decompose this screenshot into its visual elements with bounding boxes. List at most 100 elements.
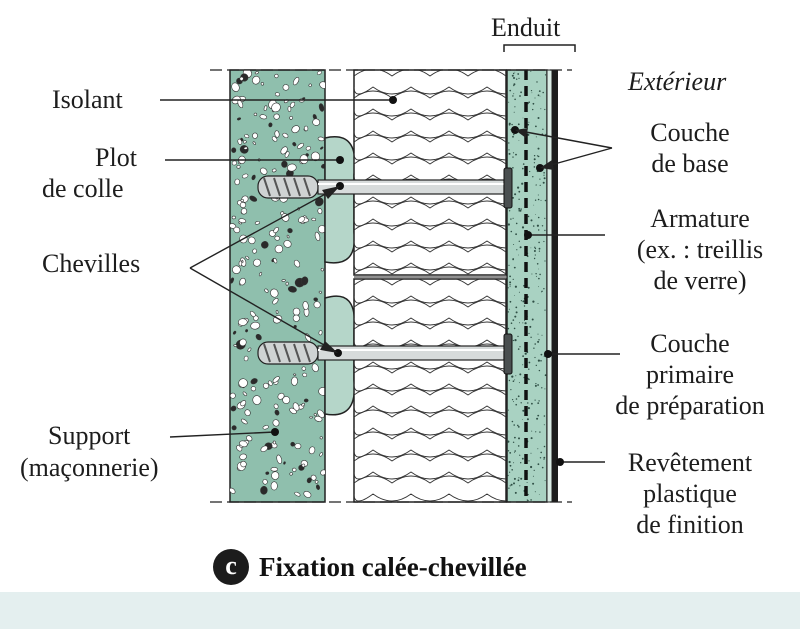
aggregate-grain bbox=[260, 82, 265, 86]
render-speck bbox=[536, 263, 539, 265]
aggregate-grain bbox=[289, 101, 296, 108]
render-speck bbox=[539, 273, 541, 276]
aggregate-grain bbox=[240, 198, 244, 203]
aggregate-grain bbox=[301, 402, 305, 407]
render-speck bbox=[513, 72, 515, 75]
render-speck bbox=[518, 477, 520, 479]
aggregate-grain bbox=[253, 258, 261, 267]
render-speck bbox=[513, 244, 515, 245]
insulation-fibre bbox=[354, 427, 506, 436]
aggregate-grain bbox=[272, 376, 280, 383]
render-speck bbox=[535, 431, 537, 433]
render-speck bbox=[517, 123, 520, 126]
render-speck bbox=[512, 319, 515, 321]
render-speck bbox=[534, 254, 536, 256]
render-speck bbox=[543, 458, 545, 460]
aggregate-grain bbox=[289, 116, 293, 120]
render-speck bbox=[520, 300, 523, 302]
dot-armature bbox=[524, 231, 532, 239]
render-speck bbox=[513, 77, 515, 79]
render-speck bbox=[513, 93, 515, 95]
render-speck bbox=[530, 90, 533, 92]
aggregate-grain bbox=[238, 260, 243, 267]
render-speck bbox=[509, 275, 511, 278]
aggregate-grain bbox=[302, 97, 306, 100]
render-speck bbox=[508, 101, 510, 103]
insulation-fibre bbox=[354, 222, 506, 231]
render-speck bbox=[532, 300, 535, 303]
render-speck bbox=[527, 286, 530, 289]
glue-pad-upper bbox=[324, 136, 356, 264]
render-speck bbox=[534, 491, 536, 493]
insulation-fibre bbox=[354, 321, 506, 330]
render-speck bbox=[509, 485, 511, 487]
aggregate-grain bbox=[248, 236, 256, 245]
render-speck bbox=[537, 448, 539, 450]
render-speck bbox=[530, 336, 532, 338]
render-speck bbox=[539, 457, 542, 459]
aggregate-grain bbox=[316, 70, 322, 75]
insulation-fibre bbox=[354, 112, 506, 121]
render-speck bbox=[543, 445, 546, 448]
dot-isolant bbox=[389, 96, 397, 104]
aggregate-grain bbox=[244, 134, 250, 139]
render-speck bbox=[514, 71, 516, 73]
aggregate-grain bbox=[239, 201, 247, 209]
insulation-fibre bbox=[354, 279, 506, 286]
aggregate-grain bbox=[294, 443, 302, 450]
aggregate-grain bbox=[306, 477, 312, 484]
render-speck bbox=[518, 240, 520, 242]
aggregate-grain bbox=[313, 413, 318, 417]
aggregate-grain bbox=[312, 118, 321, 126]
aggregate-grain bbox=[303, 125, 309, 132]
aggregate-grain bbox=[230, 487, 236, 494]
aggregate-grain bbox=[313, 297, 318, 302]
leader-lines bbox=[160, 99, 620, 463]
aggregate-grain bbox=[301, 366, 306, 371]
aggregate-grain bbox=[320, 268, 324, 272]
render-speck bbox=[530, 452, 532, 454]
render-speck bbox=[512, 152, 515, 154]
aggregate-grain bbox=[282, 396, 291, 404]
render-speck bbox=[537, 463, 540, 466]
render-speck bbox=[534, 384, 537, 387]
render-speck bbox=[531, 92, 533, 94]
render-speck bbox=[531, 273, 533, 275]
render-speck bbox=[538, 400, 540, 402]
insulation-fibre bbox=[354, 240, 506, 249]
label-armature: Armature (ex. : treillis de verre) bbox=[600, 203, 800, 296]
label-armature-line2: (ex. : treillis bbox=[636, 235, 764, 264]
render-speck bbox=[530, 219, 533, 222]
render-speck bbox=[533, 158, 536, 161]
render-speck bbox=[514, 98, 516, 101]
aggregate-grain bbox=[302, 372, 308, 378]
render-speck bbox=[531, 402, 533, 405]
aggregate-grain bbox=[259, 114, 268, 120]
render-speck bbox=[544, 229, 546, 232]
aggregate-grain bbox=[314, 480, 319, 484]
render-speck bbox=[530, 465, 533, 469]
render-speck bbox=[509, 471, 511, 473]
aggregate-grain bbox=[316, 484, 320, 490]
render-speck bbox=[535, 136, 537, 138]
aggregate-grain bbox=[294, 491, 301, 497]
aggregate-grain bbox=[274, 92, 280, 97]
render-speck bbox=[510, 230, 513, 233]
render-speck bbox=[513, 327, 516, 330]
render-speck bbox=[537, 147, 540, 150]
aggregate-grain bbox=[240, 460, 247, 468]
render-speck bbox=[517, 395, 520, 398]
aggregate-grain bbox=[268, 122, 273, 128]
render-speck bbox=[540, 353, 543, 356]
label-support-2: (maçonnerie) bbox=[20, 453, 159, 482]
primer-coat bbox=[546, 69, 553, 503]
aggregate-grain bbox=[271, 168, 277, 173]
render-speck bbox=[517, 479, 520, 482]
aggregate-grain bbox=[230, 277, 234, 284]
render-speck bbox=[517, 426, 520, 428]
aggregate-grain bbox=[303, 491, 312, 498]
render-speck bbox=[543, 415, 546, 417]
aggregate-grain bbox=[253, 315, 259, 321]
aggregate-grain bbox=[273, 403, 279, 409]
render-speck bbox=[522, 163, 525, 165]
